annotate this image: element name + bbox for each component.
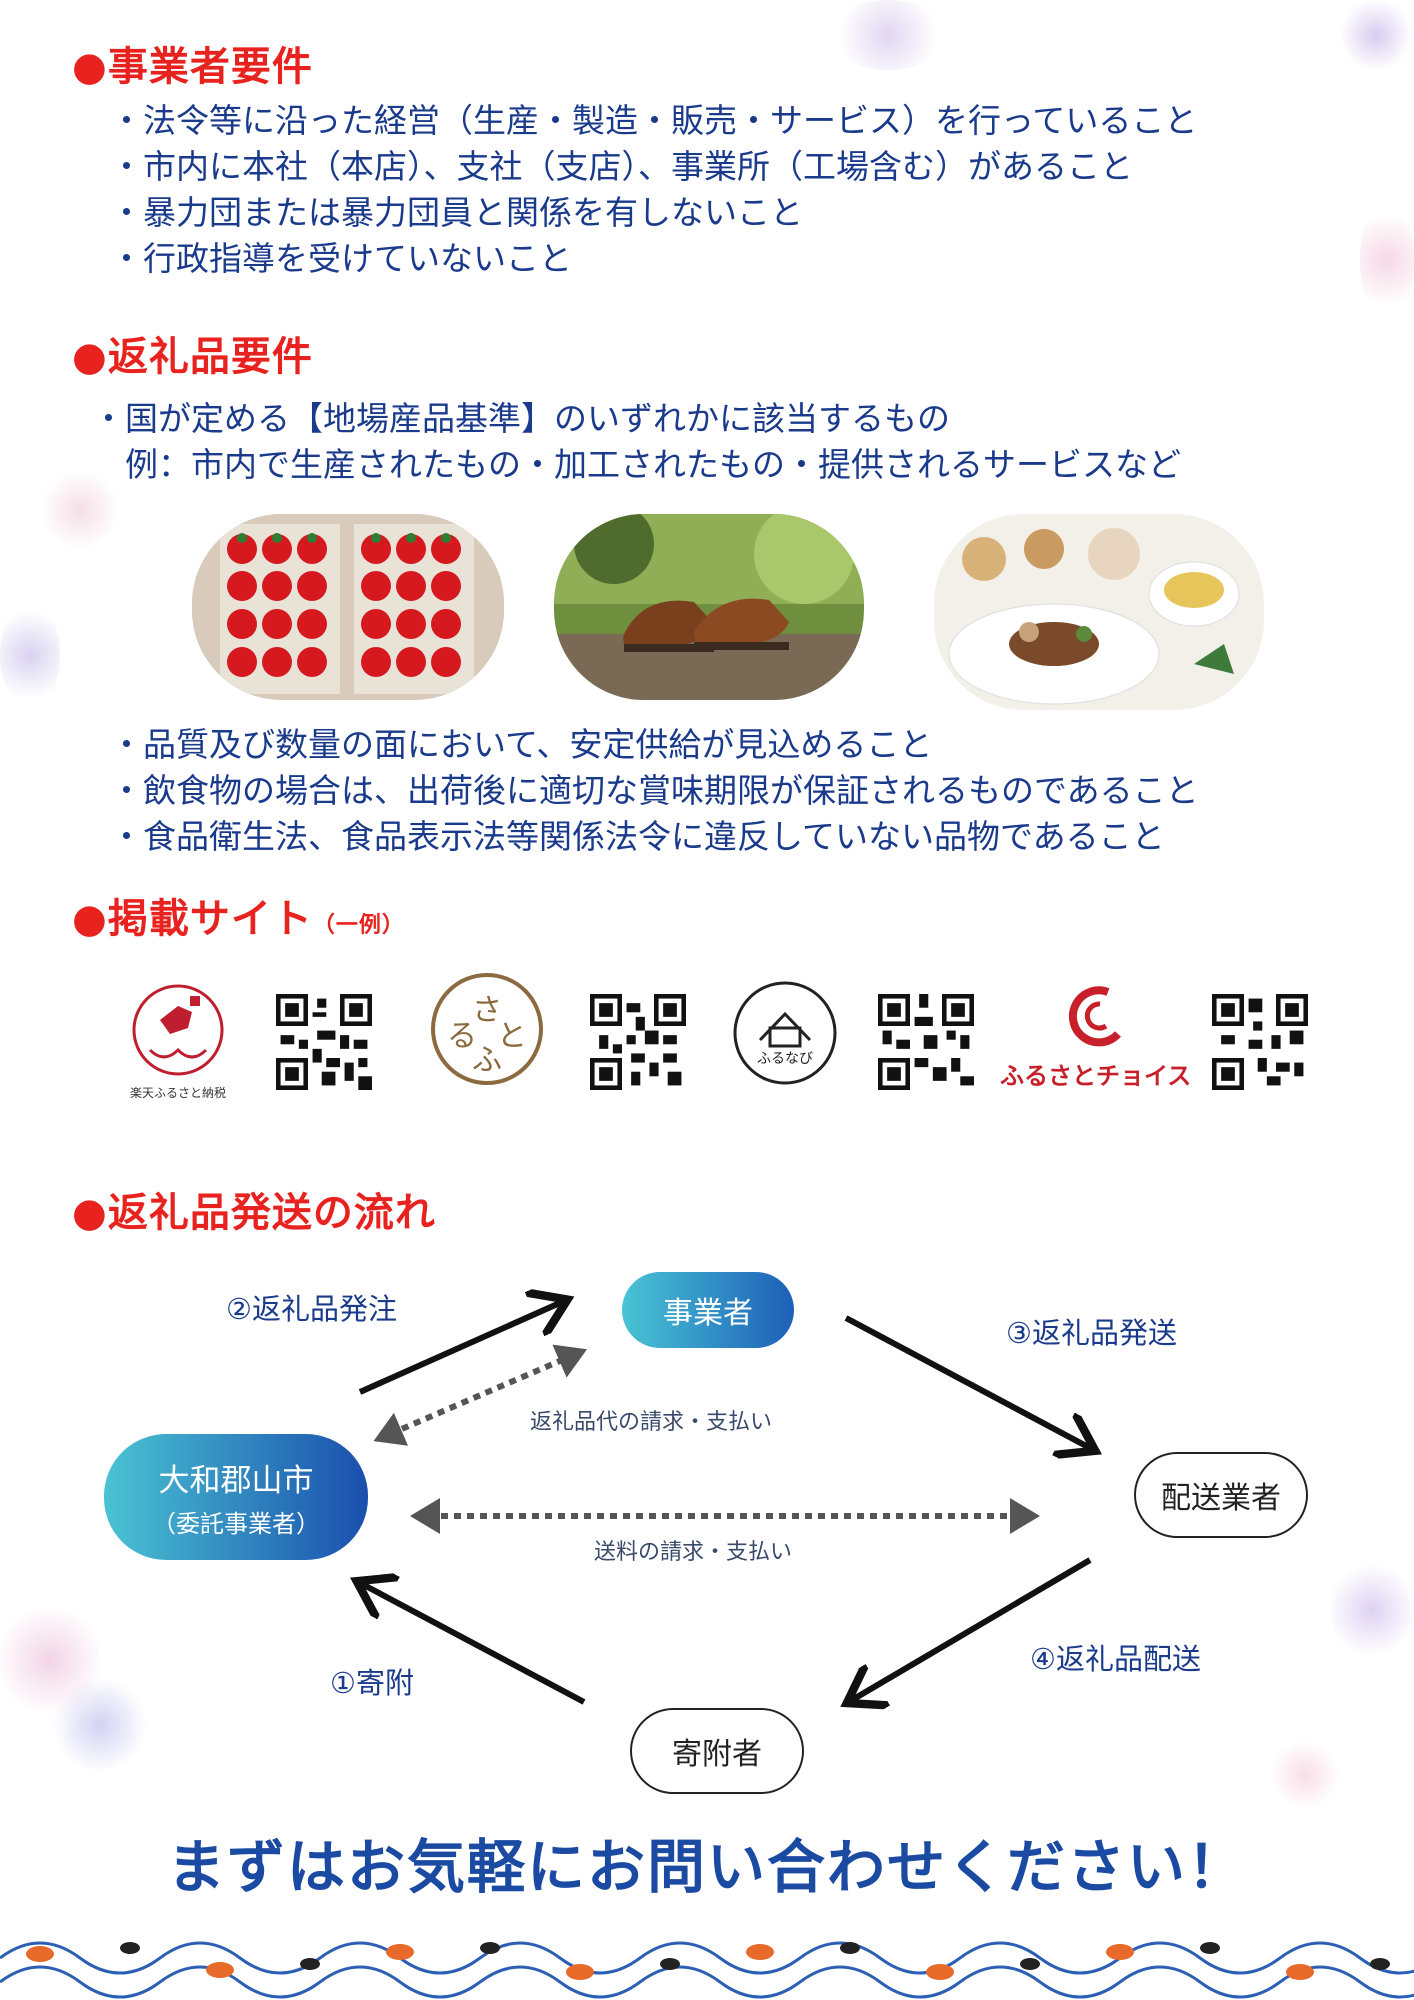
svg-text:さ: さ xyxy=(472,993,502,1028)
node-business-label: 事業者 xyxy=(663,1296,753,1331)
node-delivery-label: 配送業者 xyxy=(1161,1481,1281,1516)
wave-pattern-footer xyxy=(0,1918,1414,2000)
list-item: ・飲食物の場合は、出荷後に適切な賞味期限が保証されるものであること xyxy=(110,771,1199,810)
step-3-label: ③返礼品発送 xyxy=(1006,1316,1177,1350)
step-1-label: ①寄附 xyxy=(330,1666,414,1700)
arrow-deliver xyxy=(852,1557,1092,1700)
node-city-label: 大和郡山市 xyxy=(158,1463,314,1499)
node-delivery-company: 配送業者 xyxy=(1134,1452,1308,1538)
furusato-choice-logo[interactable]: ふるさとチョイス xyxy=(1000,980,1192,1090)
leather-shoes-photo xyxy=(554,514,864,700)
svg-text:ふ: ふ xyxy=(472,1043,502,1078)
section-title-business-requirements: ●事業者要件 xyxy=(72,44,313,90)
node-business-operator: 事業者 xyxy=(622,1272,794,1348)
list-item: ・法令等に沿った経営（生産・製造・販売・サービス）を行っていること xyxy=(110,101,1198,140)
note-billing-shipping: 送料の請求・支払い xyxy=(594,1540,793,1565)
furusato-choice-caption: ふるさとチョイス xyxy=(1000,1062,1192,1090)
list-item: 例：市内で生産されたもの・加工されたもの・提供されるサービスなど xyxy=(92,445,1181,484)
section-title-gift-requirements: ●返礼品要件 xyxy=(72,334,313,380)
rakuten-furusato-logo[interactable]: 楽天ふるさと納税 xyxy=(120,980,236,1102)
qr-code-furusato-choice[interactable] xyxy=(1212,994,1308,1090)
qr-code-furunavi[interactable] xyxy=(878,994,974,1090)
restaurant-dish-photo xyxy=(934,514,1264,710)
arrow-donation xyxy=(362,1584,586,1705)
furunavi-logo[interactable]: ふるなび xyxy=(730,978,840,1088)
note-billing-goods: 返礼品代の請求・支払い xyxy=(530,1410,773,1435)
sites-title-text: ●掲載サイト xyxy=(72,896,313,942)
gift-requirements-list: ・国が定める【地場産品基準】のいずれかに該当するもの 例：市内で生産されたもの・… xyxy=(92,396,1181,488)
strawberries-photo xyxy=(192,514,504,700)
node-donor-label: 寄附者 xyxy=(672,1737,762,1772)
list-item: ・行政指導を受けていないこと xyxy=(110,239,572,278)
list-item: ・品質及び数量の面において、安定供給が見込めること xyxy=(110,725,933,764)
node-city: 大和郡山市 （委託事業者） xyxy=(104,1434,368,1560)
furunavi-caption: ふるなび xyxy=(757,1051,813,1067)
call-to-action: まずはお気軽にお問い合わせください！ xyxy=(166,1833,1247,1901)
qr-code-satofull[interactable] xyxy=(590,994,686,1090)
sites-title-sub: （一例） xyxy=(312,913,405,938)
rakuten-logo-caption: 楽天ふるさと納税 xyxy=(129,1086,226,1100)
svg-text:る: る xyxy=(447,1019,477,1054)
satofull-logo[interactable]: さ る と ふ xyxy=(428,970,546,1088)
business-requirements-list: ・法令等に沿った経営（生産・製造・販売・サービス）を行っていること ・市内に本社… xyxy=(110,98,1197,282)
svg-text:と: と xyxy=(497,1019,527,1054)
list-item: ・食品衛生法、食品表示法等関係法令に違反していない品物であること xyxy=(110,817,1165,856)
arrow-ship xyxy=(844,1315,1090,1448)
node-city-sub: （委託事業者） xyxy=(152,1510,320,1538)
step-2-label: ②返礼品発注 xyxy=(226,1292,397,1326)
step-4-label: ④返礼品配送 xyxy=(1030,1642,1201,1676)
gift-requirements-list-2: ・品質及び数量の面において、安定供給が見込めること ・飲食物の場合は、出荷後に適… xyxy=(110,722,1199,860)
list-item: ・国が定める【地場産品基準】のいずれかに該当するもの xyxy=(92,399,950,438)
section-title-sites: ●掲載サイト（一例） xyxy=(72,886,405,944)
section-title-flow: ●返礼品発送の流れ xyxy=(72,1190,436,1236)
list-item: ・暴力団または暴力団員と関係を有しないこと xyxy=(110,193,803,232)
node-donor: 寄附者 xyxy=(630,1708,804,1794)
qr-code-rakuten[interactable] xyxy=(276,994,372,1090)
list-item: ・市内に本社（本店）、支社（支店）、事業所（工場含む）があること xyxy=(110,147,1133,186)
